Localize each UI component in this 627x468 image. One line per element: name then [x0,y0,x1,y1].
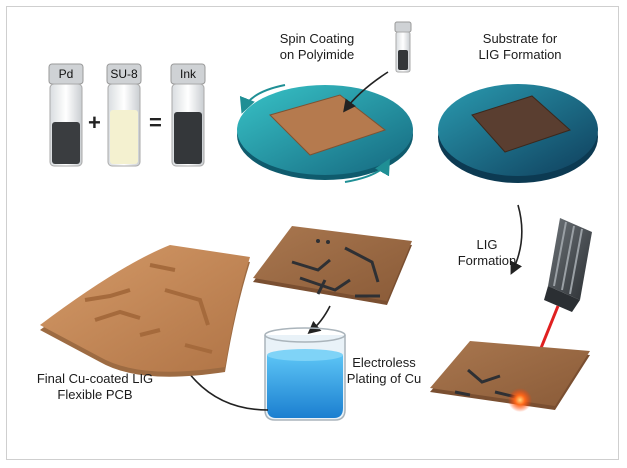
label-spin-coating: Spin Coating on Polyimide [279,31,355,62]
plating-arrow [307,305,331,335]
dropper-vial [394,21,412,73]
label-lig-formation: LIG Formation [457,237,517,268]
vial-ink [170,63,206,167]
vial-pd [48,63,84,167]
laser-spot [508,388,532,412]
substrate-wafer [438,84,598,183]
plus-operator: + [88,110,101,135]
rotation-arrow-top [239,84,286,114]
label-electroless: Electroless Plating of Cu [346,355,422,386]
patterned-board [253,226,412,305]
drop-arrow [343,71,389,113]
label-final-pcb: Final Cu-coated LIG Flexible PCB [36,371,154,402]
final-flexible-pcb [40,245,250,377]
rotation-arrow-bottom [344,158,390,183]
vial-label-pd: Pd [58,67,74,81]
vial-label-su8: SU-8 [110,67,138,81]
spin-coating-wafer [237,85,413,180]
lig-board [430,341,590,410]
equals-operator: = [149,110,162,135]
plating-beaker [264,327,346,421]
laser-head [544,218,592,312]
vial-label-ink: Ink [179,67,196,81]
label-substrate: Substrate for LIG Formation [478,31,562,62]
vial-su8 [106,63,142,167]
lig-arrow [510,204,523,275]
